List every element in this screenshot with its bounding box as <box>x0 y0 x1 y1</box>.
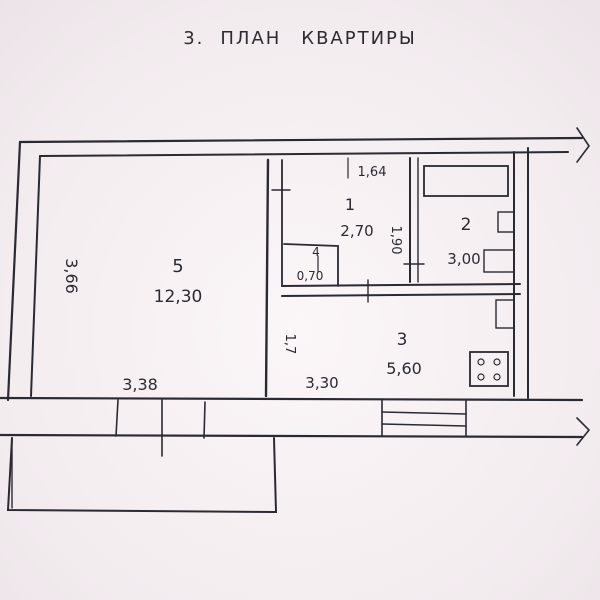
kitchen-top-wall-1 <box>281 283 521 287</box>
break-mark-bottom <box>576 417 591 446</box>
break-mark-top <box>576 127 590 163</box>
partition-room5 <box>264 158 270 398</box>
bathtub <box>423 165 509 197</box>
room-1-area: 2,70 <box>340 222 373 240</box>
room-labels: 5 12,30 1 2,70 2 3,00 3 5,60 4 0,70 <box>154 195 481 378</box>
dim-top-corridor: 1,64 <box>358 165 387 180</box>
room-3-number: 3 <box>397 330 408 350</box>
burner-1 <box>477 358 485 366</box>
page-title: 3. ПЛАН КВАРТИРЫ <box>0 28 600 49</box>
dim-kitchen-vertical: 1,7 <box>282 334 297 355</box>
burner-4 <box>493 373 501 381</box>
room-4-number: 4 <box>312 245 320 259</box>
dim-bottom-left: 3,38 <box>122 375 158 394</box>
storage-wall <box>283 243 339 287</box>
room-1-number: 1 <box>345 195 355 214</box>
burner-3 <box>477 373 485 381</box>
balcony-outline <box>6 437 278 514</box>
bottom-wall-outer <box>0 396 584 402</box>
dim-corridor-vertical: 1,90 <box>388 226 403 255</box>
title-word-plan: ПЛАН <box>220 28 282 49</box>
room-3-area: 5,60 <box>386 359 422 378</box>
title-number: 3. <box>183 28 205 49</box>
kitchen-sink <box>495 299 515 329</box>
left-wall-outer <box>6 140 22 402</box>
washbasin <box>497 211 515 233</box>
kitchen-window-2 <box>381 423 467 427</box>
bottom-wall-inner <box>0 433 584 439</box>
window-tick-3 <box>203 401 206 439</box>
room-2-number: 2 <box>461 215 472 235</box>
room-4-area: 0,70 <box>297 269 324 283</box>
top-wall-inner <box>39 151 569 157</box>
left-wall-inner <box>30 155 41 397</box>
room-5-area: 12,30 <box>154 287 203 307</box>
room-5-number: 5 <box>172 256 183 277</box>
toilet <box>483 249 515 273</box>
room-2-area: 3,00 <box>447 250 480 268</box>
window-tick-1 <box>115 399 119 437</box>
dim-kitchen-bottom: 3,30 <box>305 374 338 392</box>
kitchen-top-wall-2 <box>281 293 521 297</box>
kitchen-window-1 <box>381 411 467 415</box>
dim-left-wall: 3,66 <box>62 258 81 294</box>
top-wall-outer <box>18 136 584 144</box>
title-word-apartment: КВАРТИРЫ <box>301 28 417 49</box>
burner-2 <box>493 358 501 366</box>
walls <box>0 127 591 514</box>
stove <box>469 351 509 387</box>
dimension-labels: 3,66 3,38 1,64 1,90 1,7 3,30 <box>62 165 403 394</box>
